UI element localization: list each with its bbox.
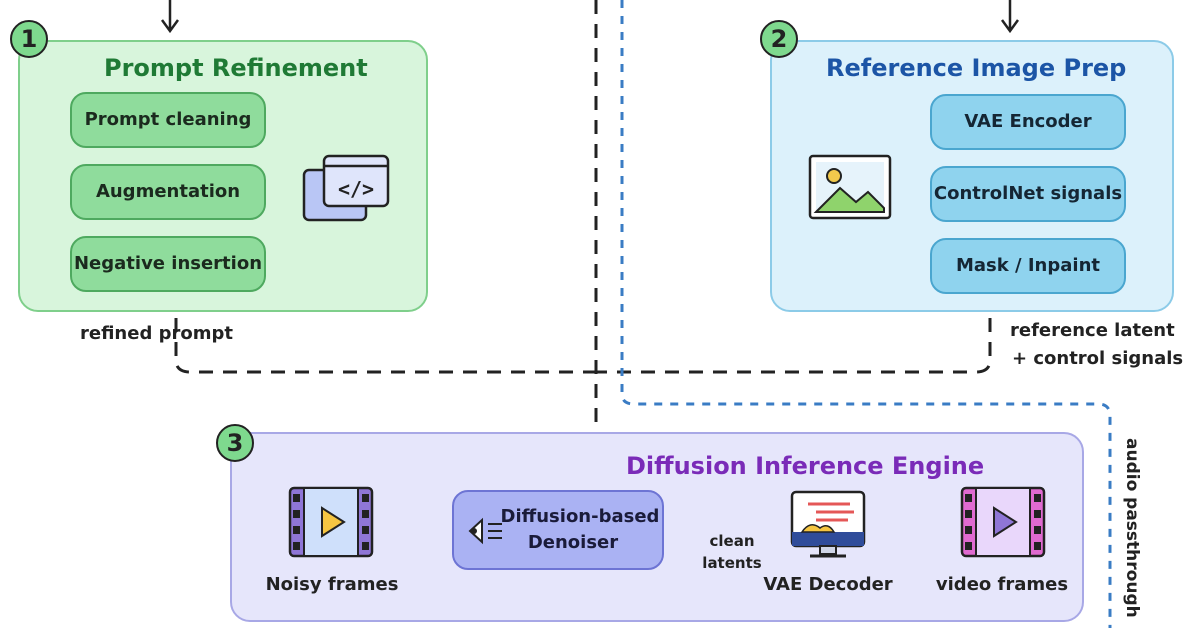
reference-image-prep-panel: Reference Image Prep VAE Encoder Control… (770, 40, 1174, 312)
reference-image-prep-title: Reference Image Prep (826, 54, 1127, 82)
denoiser-title-line1: Diffusion-based (500, 506, 660, 527)
reference-latent-label: reference latent (1010, 320, 1175, 341)
negative-insertion-step: Negative insertion (70, 236, 266, 292)
filter-icon (468, 517, 502, 545)
controlnet-signals-step: ControlNet signals (930, 166, 1126, 222)
input-arrow-2 (1000, 0, 1020, 34)
vae-decoder-label: VAE Decoder (763, 574, 893, 595)
clean-latents-line2: latents (702, 554, 762, 572)
audio-passthrough-label: audio passthrough (1122, 438, 1142, 618)
input-arrow-1 (160, 0, 180, 34)
denoiser-title-line2: Denoiser (527, 532, 619, 553)
film-strip-icon (960, 486, 1046, 558)
diffusion-denoiser-block: Diffusion-based Denoiser (452, 490, 664, 570)
refined-prompt-label: refined prompt (80, 323, 233, 344)
prompt-refinement-panel: Prompt Refinement Prompt cleaning Augmen… (18, 40, 428, 312)
audio-passthrough-wire (620, 0, 1112, 628)
video-frames-label: video frames (935, 574, 1069, 595)
step-badge-1: 1 (10, 20, 48, 58)
noisy-frames-label: Noisy frames (265, 574, 399, 595)
step-badge-3: 3 (216, 424, 254, 462)
refined-prompt-wire (174, 318, 596, 374)
reference-latent-wire (596, 318, 992, 374)
film-strip-icon (288, 486, 374, 558)
clean-latents-line1: clean (709, 532, 755, 550)
control-signals-label: + control signals (1012, 348, 1184, 369)
prompt-refinement-title: Prompt Refinement (104, 54, 368, 82)
clean-latents-label: clean latents (692, 530, 772, 574)
vae-encoder-step: VAE Encoder (930, 94, 1126, 150)
diffusion-inference-engine-panel: Diffusion Inference Engine Noisy frames … (230, 432, 1084, 622)
monitor-icon (790, 490, 866, 558)
image-icon (808, 154, 892, 220)
mask-inpaint-step: Mask / Inpaint (930, 238, 1126, 294)
prompt-cleaning-step: Prompt cleaning (70, 92, 266, 148)
augmentation-step: Augmentation (70, 164, 266, 220)
svg-text:</>: </> (338, 177, 374, 201)
diffusion-engine-title: Diffusion Inference Engine (626, 452, 985, 480)
code-window-icon: </> (302, 154, 390, 222)
step-badge-2: 2 (760, 20, 798, 58)
